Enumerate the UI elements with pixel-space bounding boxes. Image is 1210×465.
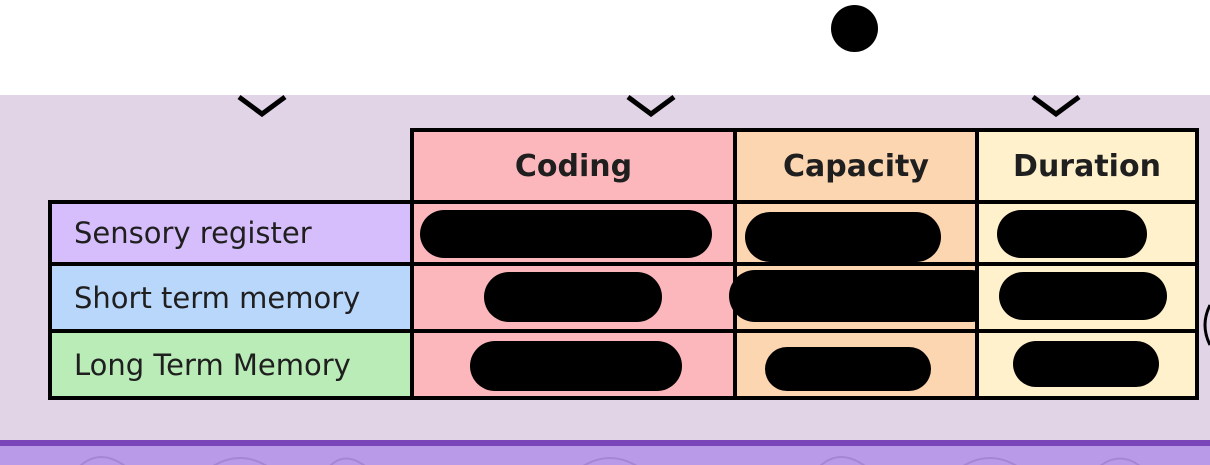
cell-sensory-capacity xyxy=(733,200,975,262)
redaction-mark xyxy=(484,272,662,322)
cell-sensory-duration xyxy=(975,200,1199,262)
edge-arc-decoration xyxy=(1203,304,1210,346)
cell-short-capacity xyxy=(729,262,997,329)
row-label-long: Long Term Memory xyxy=(48,329,410,400)
header-capacity: Capacity xyxy=(733,128,975,200)
cell-sensory-coding xyxy=(410,200,733,262)
cell-long-coding xyxy=(410,329,733,400)
bullet-dot xyxy=(831,5,878,52)
cell-long-capacity xyxy=(733,329,975,400)
cell-short-coding xyxy=(410,262,733,329)
header-duration: Duration xyxy=(975,128,1199,200)
table-corner xyxy=(48,128,410,200)
redaction-mark xyxy=(1013,341,1159,387)
memory-table: Coding Capacity Duration Sensory registe… xyxy=(48,128,1199,400)
row-label-sensory: Sensory register xyxy=(48,200,410,262)
cell-short-duration xyxy=(975,262,1199,329)
redaction-mark xyxy=(420,210,712,258)
row-label-short: Short term memory xyxy=(48,262,410,329)
redaction-mark xyxy=(997,210,1147,258)
redaction-mark xyxy=(745,212,941,262)
redaction-mark xyxy=(999,272,1167,320)
redaction-mark xyxy=(765,347,931,391)
footer-band xyxy=(0,440,1210,465)
chevron-down-icon xyxy=(237,95,287,117)
chevron-down-icon xyxy=(1031,95,1081,117)
header-coding: Coding xyxy=(410,128,733,200)
top-white-area xyxy=(0,0,1210,95)
cell-long-duration xyxy=(975,329,1199,400)
redaction-mark xyxy=(470,341,682,391)
chevron-down-icon xyxy=(626,95,676,117)
footer-pattern xyxy=(79,456,1141,465)
redaction-mark xyxy=(729,270,997,322)
